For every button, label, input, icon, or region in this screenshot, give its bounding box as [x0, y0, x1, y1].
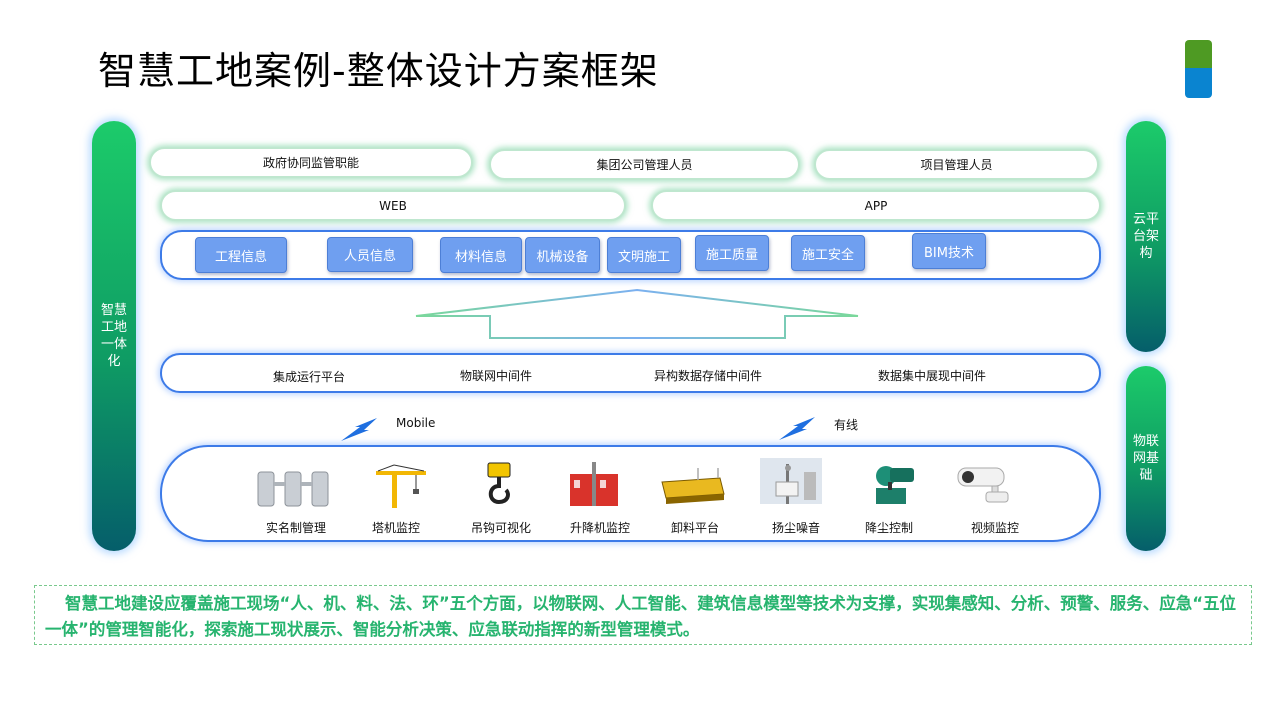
lightning-icon-mobile — [341, 418, 377, 441]
middleware-iot: 物联网中间件 — [459, 369, 532, 383]
unloading-platform-icon — [661, 468, 725, 504]
dust-suppression-cannon-icon — [876, 466, 914, 504]
access-app: APP — [651, 190, 1101, 221]
device-hook-visual: 吊钩可视化 — [470, 521, 531, 535]
dust-noise-monitor-icon — [760, 458, 822, 504]
left-bar-smart-site: 智慧工地一体化 — [92, 121, 136, 551]
module-quality: 施工质量 — [695, 235, 769, 271]
lightning-icon-wired — [779, 417, 815, 440]
hook-icon — [487, 462, 511, 505]
middleware-container — [160, 353, 1101, 393]
module-bim: BIM技术 — [912, 233, 986, 269]
right-bar-iot: 物联网基础 — [1126, 366, 1166, 551]
device-dust-control: 降尘控制 — [864, 521, 913, 535]
right-bar-iot-label: 物联网基础 — [1132, 434, 1159, 483]
module-material-info: 材料信息 — [440, 237, 522, 273]
device-video: 视频监控 — [970, 521, 1019, 535]
device-tower-crane: 塔机监控 — [371, 521, 420, 535]
user-group-company: 集团公司管理人员 — [489, 149, 800, 180]
access-web: WEB — [160, 190, 626, 221]
page-title: 智慧工地案例-整体设计方案框架 — [98, 49, 659, 93]
logo-icon-top — [1185, 40, 1212, 70]
module-personnel-info: 人员信息 — [327, 237, 413, 272]
device-dust-noise: 扬尘噪音 — [771, 521, 820, 535]
surveillance-camera-icon — [957, 467, 1009, 503]
elevator-icon — [570, 462, 618, 506]
module-machinery: 机械设备 — [525, 237, 600, 273]
device-elevator: 升降机监控 — [569, 521, 630, 535]
turnstile-icon — [257, 471, 329, 507]
logo-icon-bottom — [1185, 68, 1212, 98]
tower-crane-icon — [376, 464, 426, 508]
right-bar-cloud: 云平台架构 — [1126, 121, 1166, 352]
left-bar-label: 智慧工地一体化 — [100, 303, 127, 369]
device-unloading-platform: 卸料平台 — [670, 521, 719, 535]
module-safety: 施工安全 — [791, 235, 865, 271]
module-civilized-construction: 文明施工 — [607, 237, 681, 273]
user-government: 政府协同监管职能 — [149, 147, 473, 178]
module-project-info: 工程信息 — [195, 237, 287, 273]
middleware-heterogeneous-storage: 异构数据存储中间件 — [653, 369, 762, 383]
network-wired: 有线 — [834, 418, 859, 432]
middleware-integrated-platform: 集成运行平台 — [272, 370, 345, 384]
user-project-manager: 项目管理人员 — [814, 149, 1099, 180]
middleware-data-display: 数据集中展现中间件 — [877, 369, 986, 383]
device-real-name: 实名制管理 — [265, 521, 326, 535]
network-mobile: Mobile — [396, 416, 436, 430]
right-bar-cloud-label: 云平台架构 — [1132, 212, 1159, 261]
up-arrow-icon — [415, 288, 859, 339]
description-text: 智慧工地建设应覆盖施工现场“人、机、料、法、环”五个方面，以物联网、人工智能、建… — [34, 585, 1252, 645]
